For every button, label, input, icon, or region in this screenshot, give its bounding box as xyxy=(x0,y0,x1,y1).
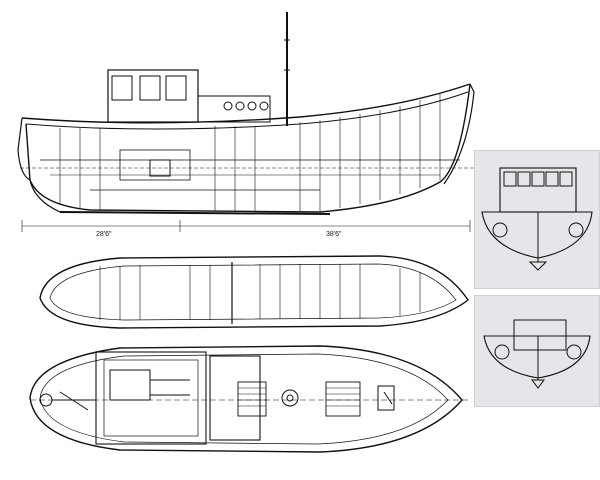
deckhouse-aft xyxy=(197,95,271,123)
midship-section-inset xyxy=(474,150,600,289)
wheelhouse xyxy=(107,69,199,123)
keel-line xyxy=(59,211,331,215)
sheer-line xyxy=(21,83,471,124)
wheelhouse-plan xyxy=(95,351,207,445)
cabin-plan xyxy=(209,355,261,441)
stem xyxy=(443,83,475,185)
bulwark-line xyxy=(25,91,469,130)
bulkhead-section xyxy=(483,319,591,389)
hatch-fwd xyxy=(325,381,361,417)
dimension-fwd: 38'6" xyxy=(326,231,342,238)
hull-bottom xyxy=(25,83,471,213)
dimension-aft: 28'6" xyxy=(96,231,112,238)
midship-section xyxy=(481,167,593,271)
profile-view xyxy=(17,12,475,232)
hatch-aft xyxy=(237,381,267,417)
deck-plan-upper xyxy=(39,255,469,329)
profile-frames xyxy=(59,94,441,211)
deck-plan-lower xyxy=(29,345,470,453)
engine xyxy=(119,149,191,181)
